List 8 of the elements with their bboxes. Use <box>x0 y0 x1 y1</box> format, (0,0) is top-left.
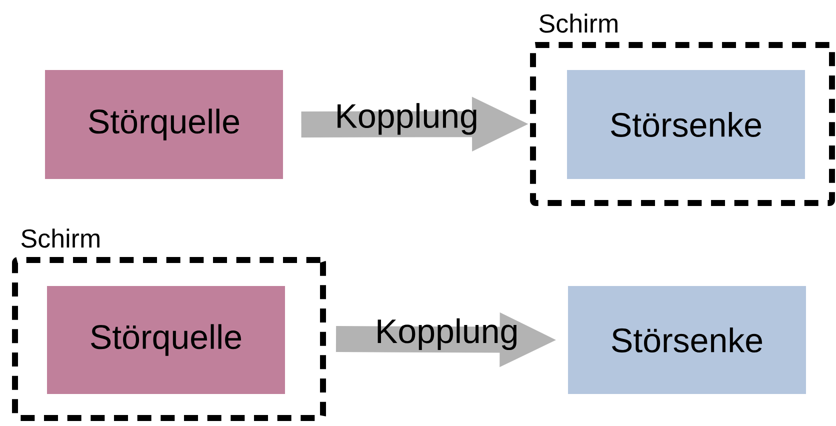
process-box: Störquelle <box>45 70 283 179</box>
process-box: Störsenke <box>567 70 805 179</box>
shield-label: Schirm <box>539 14 618 33</box>
edge-label: Kopplung <box>338 103 476 135</box>
process-box: Störquelle <box>47 286 285 394</box>
process-box: Störsenke <box>568 286 806 394</box>
edge-label: Kopplung <box>378 318 516 350</box>
shield-label: Schirm <box>21 228 100 248</box>
